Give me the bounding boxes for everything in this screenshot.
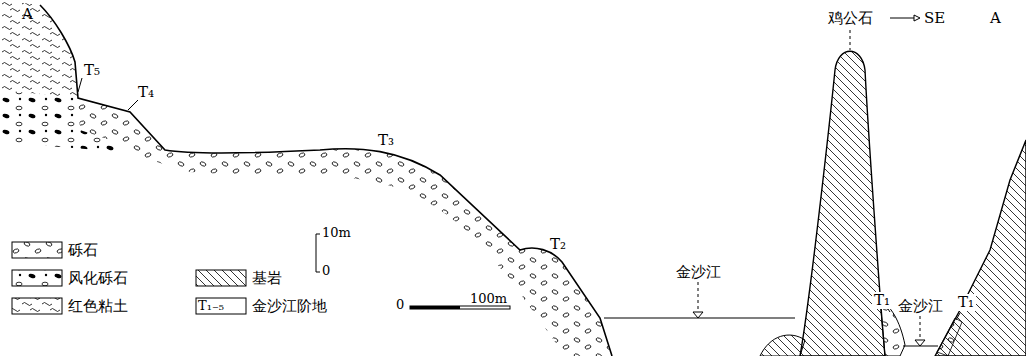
scale-value: 0	[322, 264, 330, 278]
landmark-name: 鸡公石	[826, 10, 875, 27]
terrace-label: T₃	[378, 132, 394, 149]
right-bedrock	[935, 140, 1026, 356]
legend-text: 基岩	[252, 270, 282, 287]
legend-text: 金沙江阶地	[252, 298, 327, 315]
scale-tick	[316, 234, 320, 235]
t4-gravel	[78, 98, 190, 172]
scale-value: 100m	[470, 292, 507, 306]
water-symbol	[693, 312, 703, 318]
arrow-head	[914, 15, 920, 21]
legend-symbol: T₁₋₅	[198, 299, 224, 313]
jigongshi-bedrock	[800, 51, 885, 356]
bedrock-bump	[760, 335, 805, 356]
legend-swatch	[196, 298, 246, 314]
t3-gravel	[165, 149, 612, 356]
legend-text: 风化砾石	[68, 270, 128, 287]
leader-line	[78, 78, 82, 92]
water-symbol	[915, 340, 925, 346]
water-surface	[604, 317, 795, 318]
terrace-label: T₁	[872, 292, 892, 309]
terrace-label: T₅	[84, 62, 100, 79]
scale-value: 10m	[322, 226, 351, 240]
vertical-scale	[316, 234, 317, 272]
leader-line	[378, 148, 385, 158]
leader-line	[698, 282, 699, 312]
corner-letter: A	[22, 6, 33, 23]
leader-line	[850, 30, 851, 50]
river-name: 金沙江	[896, 298, 945, 315]
scale-value: 0	[396, 298, 404, 312]
legend-text: 砾石	[68, 242, 98, 259]
direction-arrow	[890, 18, 914, 19]
red-clay	[0, 0, 78, 98]
legend-swatch	[12, 270, 62, 286]
terrace-label: T₂	[550, 236, 566, 253]
legend-swatch	[196, 270, 246, 286]
leader-line	[956, 313, 960, 320]
leader-line	[920, 316, 921, 340]
direction-label: SE	[924, 10, 945, 27]
leader-line	[128, 100, 138, 110]
corner-letter: A	[990, 10, 1001, 27]
t1-gravel-right	[937, 318, 962, 356]
terrace-label: T₄	[138, 84, 154, 101]
terrace-label: T₁	[956, 294, 976, 311]
scale-tick	[316, 272, 320, 273]
legend-swatch	[12, 298, 62, 314]
horizontal-scale	[410, 306, 460, 309]
ground-profile	[40, 5, 612, 356]
river-name: 金沙江	[674, 264, 723, 281]
legend-swatch	[12, 242, 62, 258]
legend-text: 红色粘土	[68, 298, 128, 315]
horizontal-scale	[410, 306, 510, 309]
